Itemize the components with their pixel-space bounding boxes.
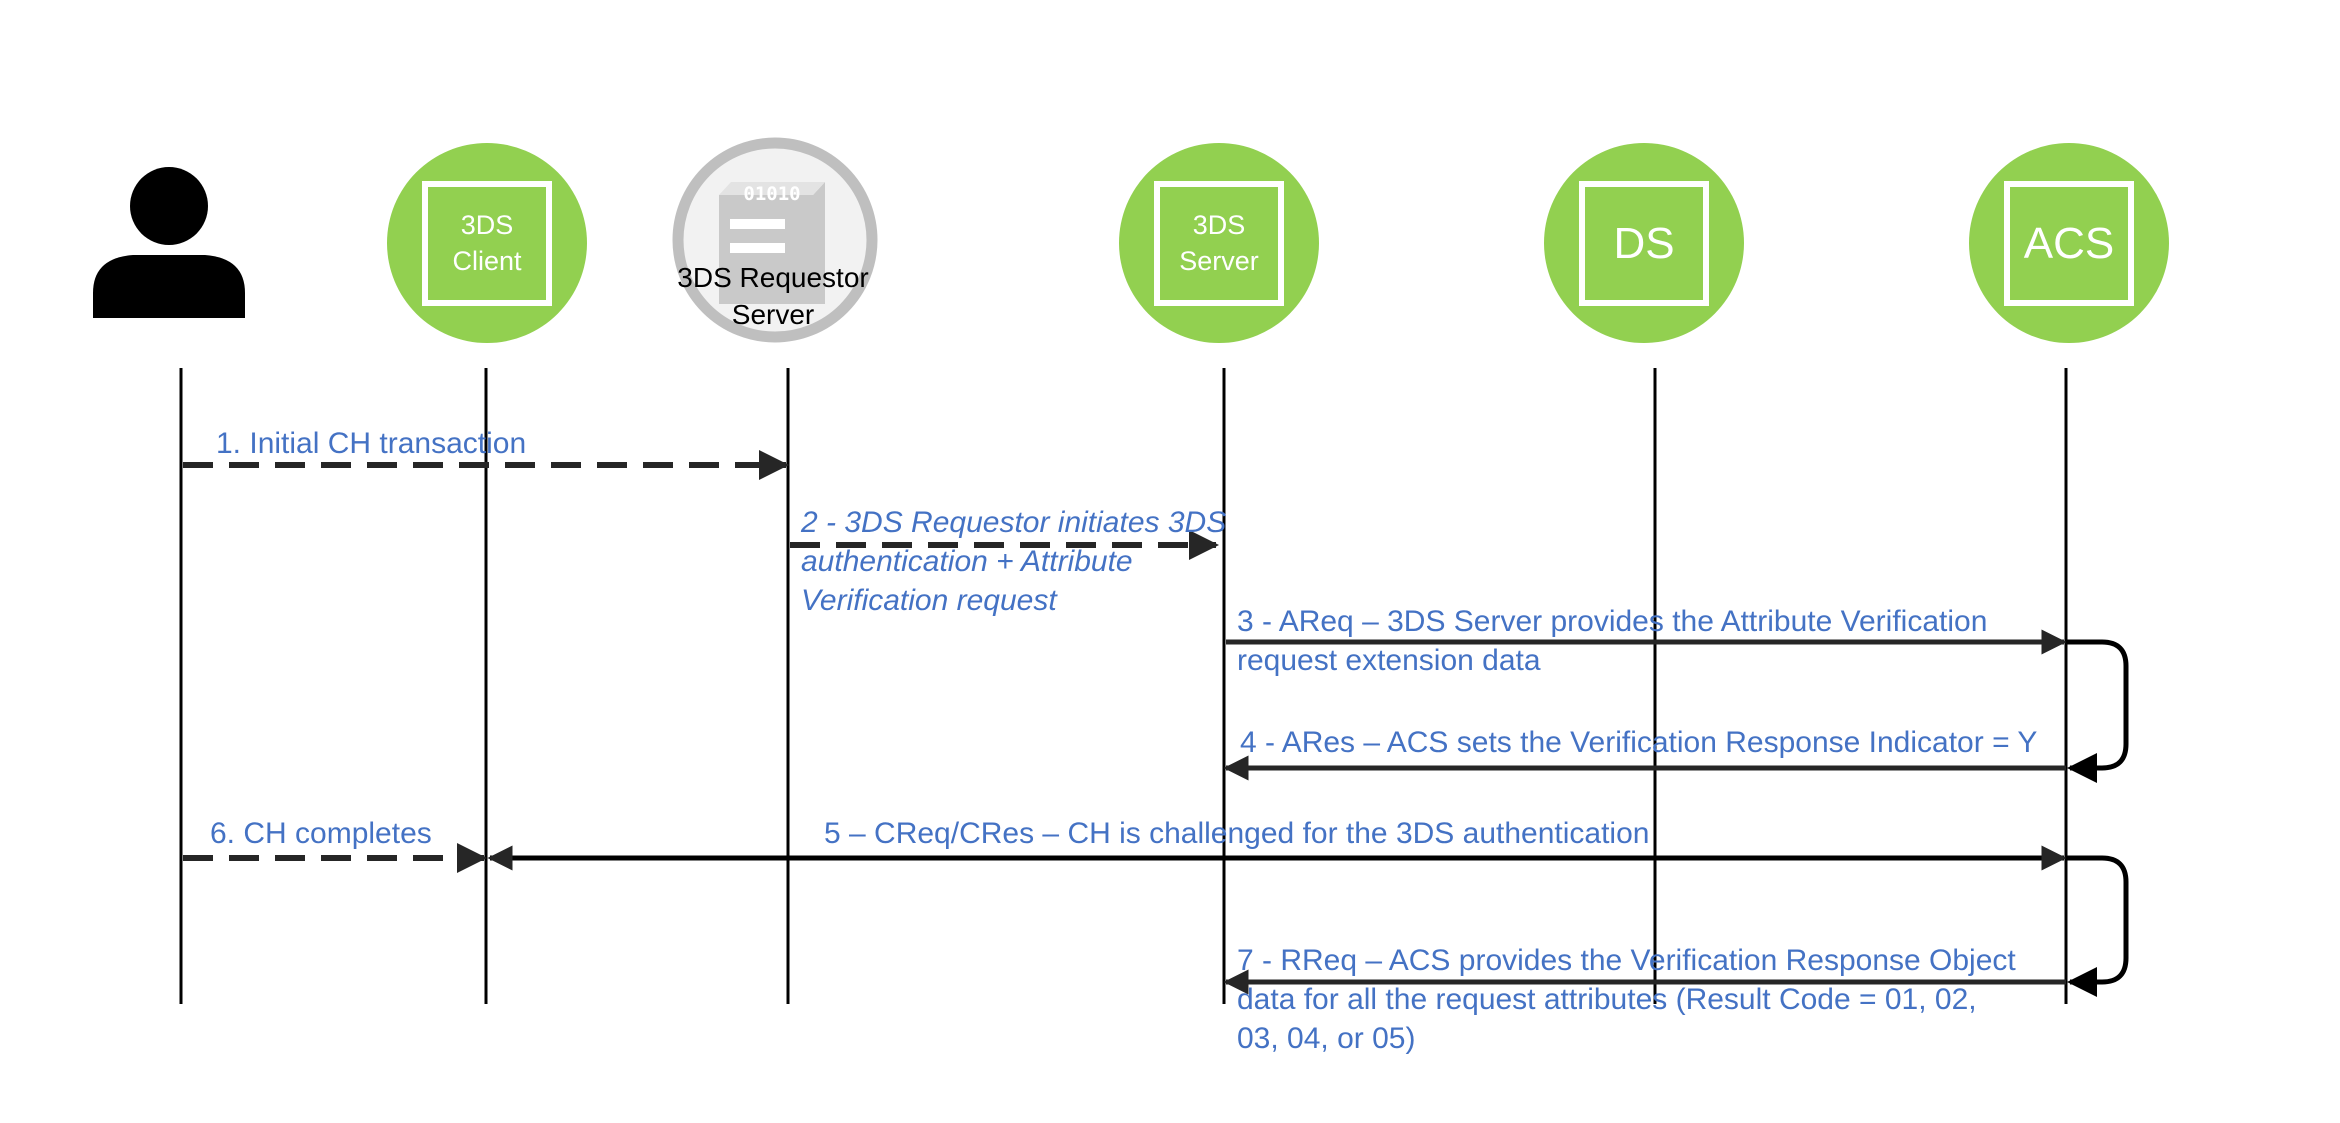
- message-5-label: 5 – CReq/CRes – CH is challenged for the…: [824, 817, 1650, 850]
- participant-3ds-requestor-server: 01010: [672, 137, 878, 343]
- ds-label: DS: [1613, 218, 1675, 268]
- requestor-label-line-1: 3DS Requestor: [677, 262, 869, 293]
- acs-loop-1: [2066, 639, 2129, 783]
- message-7-label: 7 - RReq – ACS provides the Verification…: [1237, 944, 2016, 1055]
- acs-label: ACS: [2023, 218, 2115, 268]
- participant-ds: [1544, 143, 1744, 343]
- participant-label-3ds-client: 3DS Client: [425, 184, 549, 303]
- participant-label-3ds-requestor-server: 3DS Requestor Server: [653, 259, 893, 333]
- message-6-label: 6. CH completes: [210, 817, 432, 850]
- participant-acs: [1969, 143, 2169, 343]
- message-3-label: 3 - AReq – 3DS Server provides the Attri…: [1237, 605, 1988, 677]
- message-2-label: 2 - 3DS Requestor initiates 3DS authenti…: [801, 506, 1227, 617]
- client-label-line-2: Client: [452, 245, 522, 276]
- server-label-line-2: Server: [1179, 245, 1259, 276]
- message-1-label: 1. Initial CH transaction: [216, 427, 527, 460]
- client-label-line-1: 3DS: [460, 210, 514, 241]
- server-icon-text: 01010: [743, 183, 800, 205]
- acs-loop-2: [2066, 855, 2129, 997]
- participant-3ds-server: [1119, 143, 1319, 343]
- participant-label-3ds-server: 3DS Server: [1157, 184, 1281, 303]
- participant-3ds-client: [387, 143, 587, 343]
- person-icon: [93, 167, 245, 318]
- message-4-label: 4 - ARes – ACS sets the Verification Res…: [1240, 726, 2038, 759]
- participant-label-acs: ACS: [2007, 184, 2131, 303]
- server-icon: 01010: [719, 182, 825, 304]
- server-label-line-1: 3DS: [1192, 210, 1246, 241]
- requestor-label-line-2: Server: [731, 299, 815, 330]
- participant-label-ds: DS: [1582, 184, 1706, 303]
